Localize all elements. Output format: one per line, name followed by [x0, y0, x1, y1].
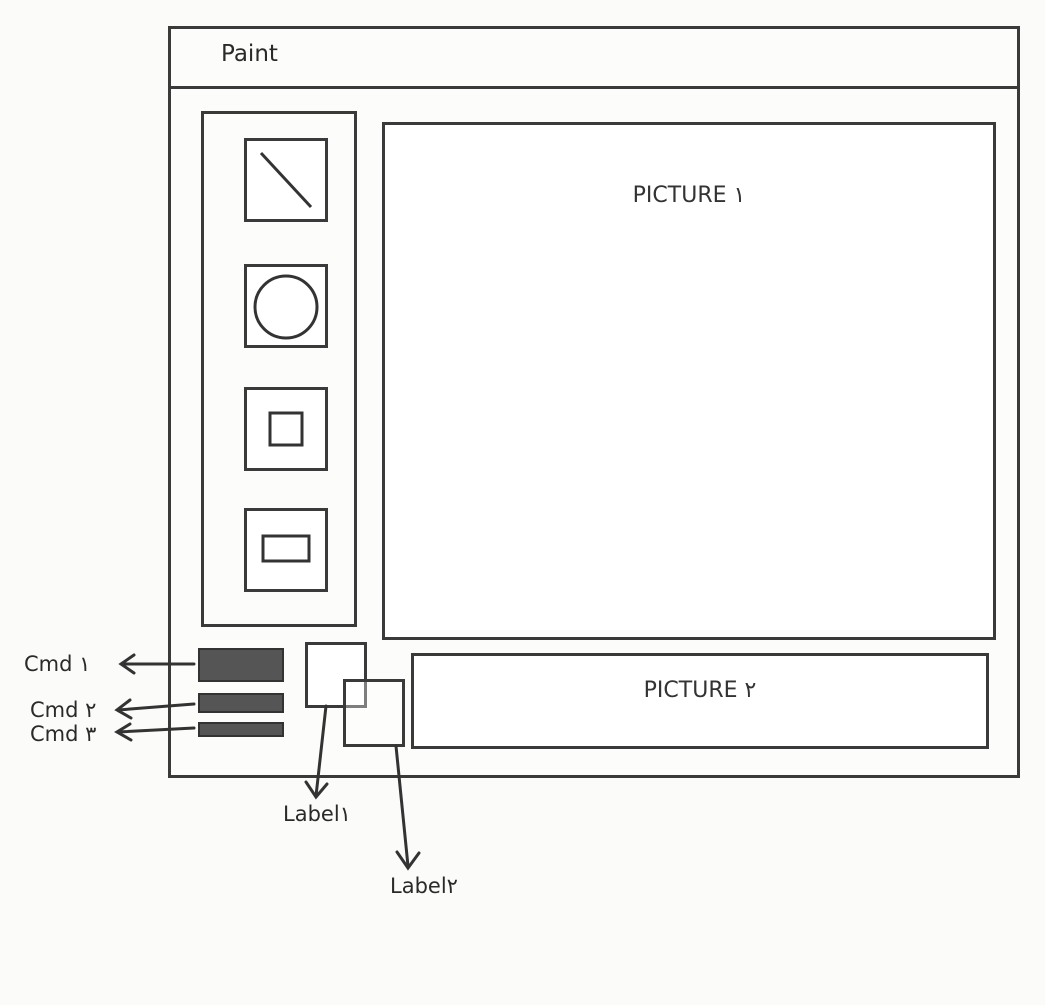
circle-icon [253, 274, 319, 340]
cmd2-arrowhead [114, 698, 133, 720]
command-button-1[interactable] [198, 648, 284, 682]
picture-2-label: PICTURE ٢ [643, 678, 757, 703]
label2-arrowhead [395, 850, 421, 871]
cmd2-annotation: Cmd ٢ [30, 698, 97, 722]
diagonal-line-icon [259, 151, 313, 209]
cmd3-annotation: Cmd ٣ [30, 722, 97, 746]
circle-tool-button[interactable] [244, 264, 328, 348]
picture-1-label: PICTURE ١ [632, 183, 746, 208]
picture-box-2[interactable]: PICTURE ٢ [411, 653, 989, 749]
label2-annotation: Label٢ [390, 874, 458, 898]
cmd2-arrow [116, 702, 196, 712]
paint-window: Paint [168, 26, 1020, 778]
square-tool-button[interactable] [244, 387, 328, 471]
command-button-3[interactable] [198, 722, 284, 737]
window-title: Paint [221, 41, 278, 67]
picture-box-1[interactable]: PICTURE ١ [382, 122, 996, 640]
tool-palette [201, 111, 357, 627]
label-1-box[interactable] [305, 642, 367, 708]
rectangle-icon [261, 534, 311, 563]
label-2-box[interactable] [343, 679, 405, 747]
rectangle-tool-button[interactable] [244, 508, 328, 592]
square-icon [268, 411, 304, 447]
cmd3-arrow [116, 726, 196, 734]
label1-arrowhead [304, 780, 329, 800]
cmd3-arrowhead [114, 722, 133, 742]
title-bar: Paint [171, 29, 1017, 89]
line-tool-button[interactable] [244, 138, 328, 222]
cmd1-annotation: Cmd ١ [24, 652, 91, 676]
label1-annotation: Label١ [283, 802, 351, 826]
command-button-2[interactable] [198, 693, 284, 713]
cmd1-arrowhead [118, 653, 136, 675]
label2-arrow [394, 744, 410, 868]
label1-arrow [314, 704, 328, 798]
